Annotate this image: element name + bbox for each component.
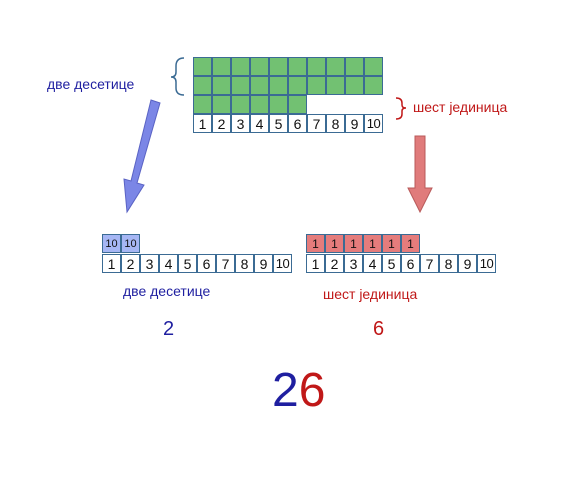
left-strip-cell: 3: [140, 254, 159, 273]
top-strip-cell: 8: [326, 114, 345, 133]
unit-block: 1: [344, 234, 363, 253]
top-strip-cell: 6: [288, 114, 307, 133]
green-grid-cell: [250, 95, 269, 114]
green-grid-cell: [307, 76, 326, 95]
green-grid-cell: [250, 76, 269, 95]
top-strip-cell: 5: [269, 114, 288, 133]
result-number: 26: [272, 367, 325, 415]
right-strip-cell: 3: [344, 254, 363, 273]
green-grid-cell: [269, 95, 288, 114]
green-grid-cell: [231, 76, 250, 95]
blue-arrow: [123, 99, 161, 214]
unit-block: 1: [306, 234, 325, 253]
green-grid-cell: [193, 95, 212, 114]
green-grid-cell: [269, 76, 288, 95]
unit-block: 1: [325, 234, 344, 253]
green-grid-cell: [231, 57, 250, 76]
left-strip-cell: 4: [159, 254, 178, 273]
left-strip-cell: 6: [197, 254, 216, 273]
right-curly-brace: [395, 97, 407, 120]
top-strip-cell: 3: [231, 114, 250, 133]
tens-label-top: две десетице: [47, 76, 135, 92]
right-strip-cell: 2: [325, 254, 344, 273]
left-strip-cell: 10: [273, 254, 292, 273]
right-strip-cell: 4: [363, 254, 382, 273]
right-strip-cell: 6: [401, 254, 420, 273]
green-grid-cell: [364, 76, 383, 95]
green-grid-cell: [364, 57, 383, 76]
left-strip-cell: 5: [178, 254, 197, 273]
top-strip-cell: 1: [193, 114, 212, 133]
left-strip-cell: 9: [254, 254, 273, 273]
left-strip-cell: 7: [216, 254, 235, 273]
green-grid-cell: [231, 95, 250, 114]
top-strip-cell: 7: [307, 114, 326, 133]
green-grid-cell: [326, 76, 345, 95]
right-strip-cell: 5: [382, 254, 401, 273]
right-strip-cell: 8: [439, 254, 458, 273]
result-tens-digit: 2: [272, 364, 299, 417]
unit-block: 1: [401, 234, 420, 253]
green-grid-cell: [288, 57, 307, 76]
units-label-top: шест јединица: [413, 99, 508, 115]
green-grid-cell: [288, 76, 307, 95]
tens-label-bottom: две десетице: [123, 283, 211, 299]
green-grid-cell: [345, 57, 364, 76]
green-grid-cell: [288, 95, 307, 114]
units-label-bottom: шест јединица: [323, 286, 418, 302]
green-grid-cell: [326, 57, 345, 76]
top-strip-cell: 2: [212, 114, 231, 133]
top-strip-cell: 9: [345, 114, 364, 133]
units-digit: 6: [373, 318, 385, 340]
right-strip-cell: 1: [306, 254, 325, 273]
unit-block: 1: [363, 234, 382, 253]
right-strip-cell: 7: [420, 254, 439, 273]
right-strip-cell: 9: [458, 254, 477, 273]
green-grid-cell: [212, 57, 231, 76]
unit-block: 1: [382, 234, 401, 253]
left-strip-cell: 2: [121, 254, 140, 273]
green-grid-cell: [345, 76, 364, 95]
tens-digit: 2: [163, 318, 175, 340]
top-strip-cell: 10: [364, 114, 383, 133]
green-grid-cell: [250, 57, 269, 76]
left-strip-cell: 8: [235, 254, 254, 273]
green-grid-cell: [193, 57, 212, 76]
top-strip-cell: 4: [250, 114, 269, 133]
green-grid-cell: [269, 57, 288, 76]
red-arrow: [407, 135, 433, 214]
left-curly-brace: [170, 57, 185, 96]
tens-block: 10: [102, 234, 121, 253]
green-grid-cell: [212, 95, 231, 114]
left-strip-cell: 1: [102, 254, 121, 273]
right-strip-cell: 10: [477, 254, 496, 273]
result-units-digit: 6: [298, 364, 326, 417]
green-grid-cell: [307, 57, 326, 76]
tens-block: 10: [121, 234, 140, 253]
green-grid-cell: [212, 76, 231, 95]
green-grid-cell: [193, 76, 212, 95]
